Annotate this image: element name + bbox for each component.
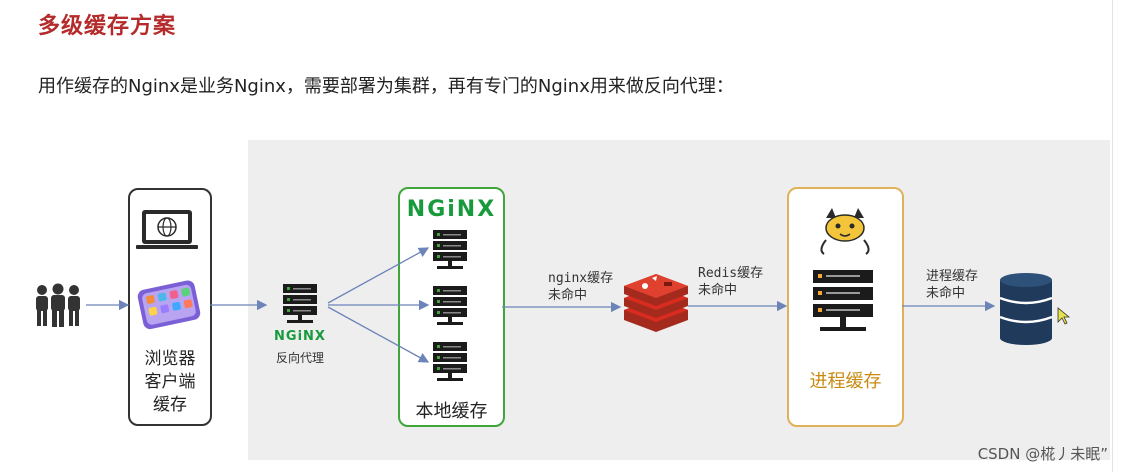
page-title: 多级缓存方案 [38, 14, 177, 39]
redis-miss-line-1: Redis缓存 [698, 266, 764, 281]
users-icon [36, 283, 80, 327]
nginx-miss-line-2: 未命中 [548, 288, 588, 303]
proxy-server-icon [283, 284, 317, 323]
process-server-icon [813, 270, 873, 331]
nginx-server-2-icon [433, 286, 467, 325]
database-icon [999, 273, 1053, 345]
tomcat-icon [820, 208, 870, 255]
phone-app-icon [137, 280, 201, 330]
process-miss-label: 进程缓存 未命中 [926, 268, 978, 302]
process-miss-line-1: 进程缓存 [926, 269, 979, 284]
flow-arrows [86, 247, 996, 363]
client-label-line-2: 客户端 [144, 372, 196, 392]
redis-miss-label: Redis缓存 未命中 [698, 265, 763, 299]
watermark: CSDN @椛丿未眠” [977, 445, 1108, 463]
cursor-icon [1057, 307, 1071, 325]
arrow-proxy-to-nginx-3 [327, 306, 430, 363]
process-miss-line-2: 未命中 [926, 286, 966, 301]
page-subtitle: 用作缓存的Nginx是业务Nginx，需要部署为集群，再有专门的Nginx用来做… [38, 76, 734, 97]
nginx-server-3-icon [433, 342, 467, 381]
nginx-cluster-box: NGiNX 本地缓存 [398, 187, 505, 427]
nginx-server-1-icon [433, 230, 467, 269]
nginx-cluster-label: 本地缓存 [415, 401, 488, 422]
client-box-label: 浏览器 客户端 缓存 [130, 348, 210, 417]
proxy-nginx-logo: NGiNX [274, 329, 326, 344]
process-cache-label: 进程缓存 [809, 371, 882, 392]
redis-icon [624, 274, 688, 332]
proxy-label: 反向代理 [275, 351, 324, 365]
arrow-proxy-to-nginx-1 [327, 247, 430, 304]
page-divider [1112, 0, 1113, 472]
laptop-globe-icon [136, 210, 198, 249]
nginx-miss-line-1: nginx缓存 [548, 271, 614, 286]
client-label-line-3: 缓存 [153, 395, 187, 415]
nginx-miss-label: nginx缓存 未命中 [548, 270, 613, 304]
client-label-line-1: 浏览器 [144, 349, 196, 369]
redis-miss-line-2: 未命中 [698, 283, 738, 298]
nginx-cluster-logo: NGiNX [406, 197, 497, 222]
